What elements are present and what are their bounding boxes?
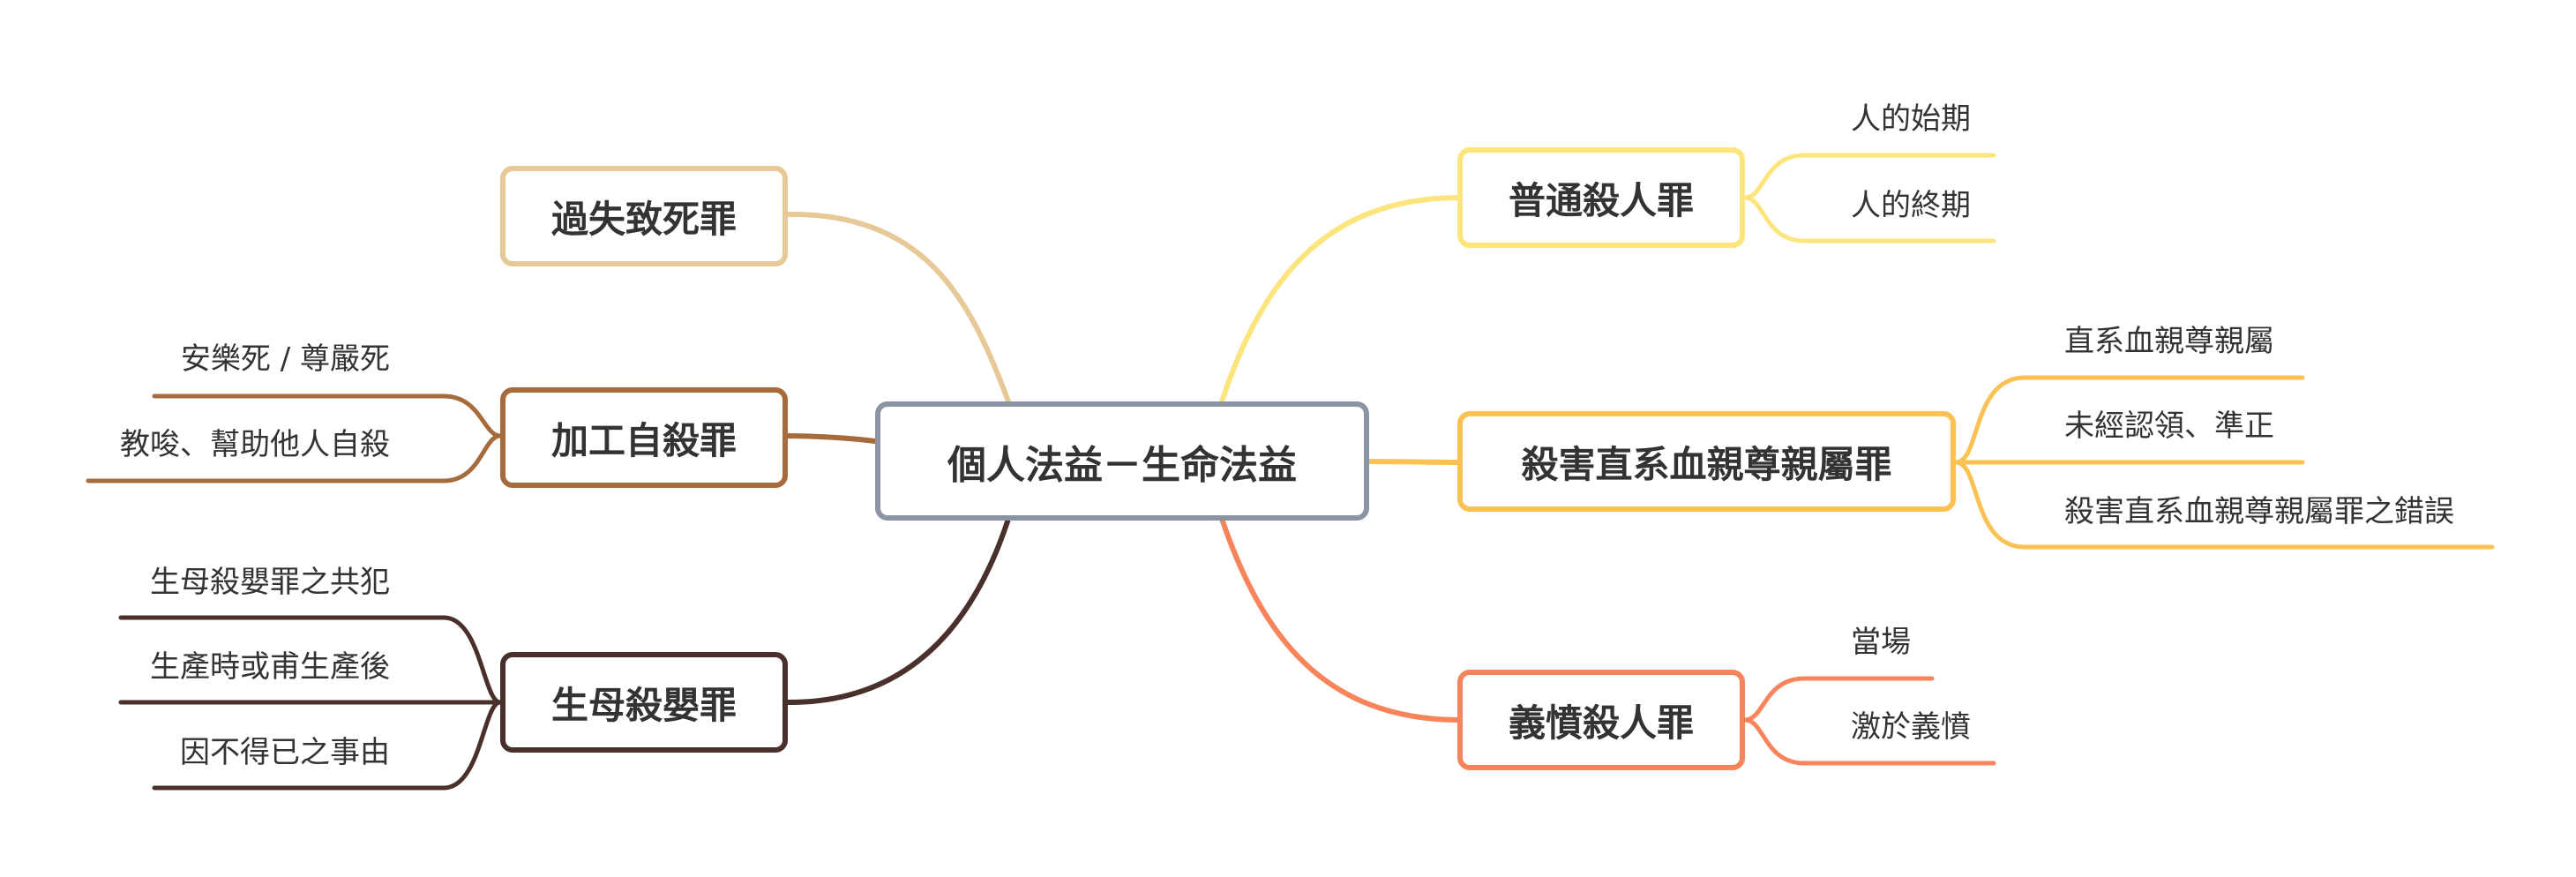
subconnector [1742,676,1935,723]
topic-label: 加工自殺罪 [550,418,737,462]
connector-b4 [1219,195,1463,404]
subtopic-unacknowledged[interactable]: 未經認領、準正 [2064,409,2274,444]
connector-b5 [1367,459,1463,465]
subtopic-beginning-of-life[interactable]: 人的始期 [1851,101,1971,137]
central-topic[interactable]: 個人法益－生命法益 [875,401,1369,521]
subtopic-righteous-indignation[interactable]: 激於義憤 [1851,709,1971,745]
topic-infanticide[interactable]: 生母殺嬰罪 [500,652,788,753]
subtopic-during-after-birth[interactable]: 生產時或甫生產後 [150,649,390,685]
subconnector [1953,375,2305,465]
topic-label: 過失致死罪 [550,197,737,241]
subconnector [1953,460,2495,550]
topic-provoked-homicide[interactable]: 義憤殺人罪 [1457,670,1745,770]
topic-negligent-homicide[interactable]: 過失致死罪 [500,166,788,266]
subtopic-unavoidable-cause[interactable]: 因不得已之事由 [180,735,390,770]
connector-b6 [1219,516,1463,723]
topic-label: 殺害直系血親尊親屬罪 [1521,442,1892,486]
connector-b2 [783,433,878,444]
subtopic-abetting-suicide[interactable]: 教唆、幫助他人自殺 [120,427,390,462]
topic-assisted-suicide[interactable]: 加工自殺罪 [500,387,788,488]
subtopic-end-of-life[interactable]: 人的終期 [1851,188,1971,223]
central-topic-label: 個人法益－生命法益 [947,442,1297,488]
subconnector [152,700,503,791]
subconnector [1742,153,1996,200]
topic-label: 生母殺嬰罪 [550,683,737,727]
topic-label: 義憤殺人罪 [1508,701,1694,745]
subtopic-on-the-spot[interactable]: 當場 [1851,625,1911,660]
subconnector [1742,717,1996,766]
subtopic-lineal-ascendant[interactable]: 直系血親尊親屬 [2064,324,2274,359]
subtopic-euthanasia[interactable]: 安樂死 / 尊嚴死 [180,341,390,377]
connector-b1 [783,211,1011,404]
subconnector [1742,195,1996,244]
topic-ordinary-homicide[interactable]: 普通殺人罪 [1457,147,1745,248]
subconnector [152,394,503,438]
connector-b3 [783,516,1011,706]
subtopic-parricide-mistake[interactable]: 殺害直系血親尊親屬罪之錯誤 [2064,494,2454,529]
subconnector [118,615,503,705]
topic-parricide[interactable]: 殺害直系血親尊親屬罪 [1457,411,1956,512]
subtopic-infanticide-accomplice[interactable]: 生母殺嬰罪之共犯 [150,565,390,600]
subconnector [86,433,503,483]
topic-label: 普通殺人罪 [1508,178,1694,222]
